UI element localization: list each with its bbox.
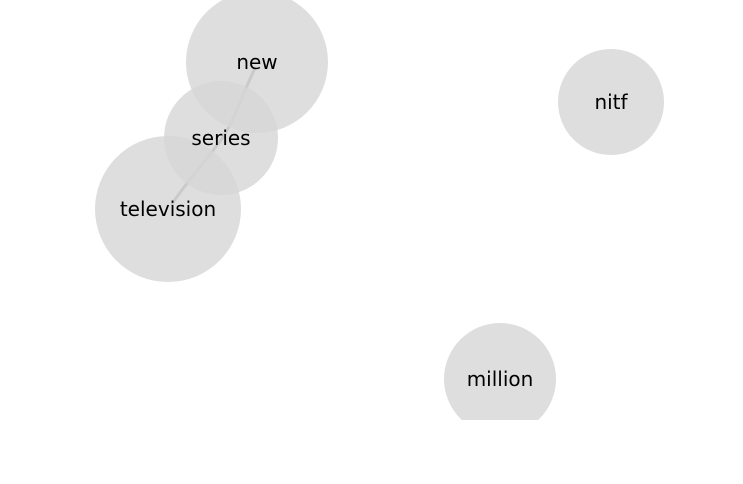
node-circle-nitf (558, 49, 664, 155)
node-label-new: new (236, 50, 277, 74)
node-label-nitf: nitf (594, 90, 628, 114)
node-circle-television (95, 136, 241, 282)
node-label-million: million (467, 367, 534, 391)
node-label-television: television (120, 197, 216, 221)
node-circle-million (444, 323, 556, 420)
node-label-series: series (191, 126, 250, 150)
